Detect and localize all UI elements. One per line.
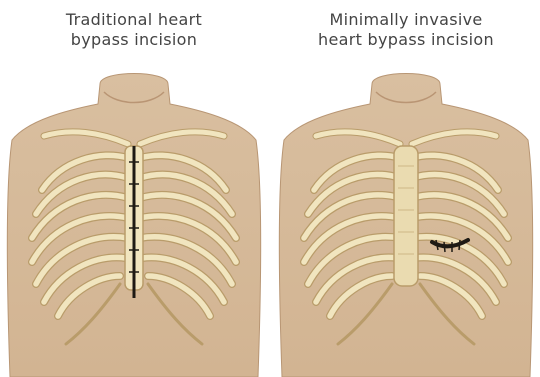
- sternum: [394, 146, 418, 286]
- traditional-caption-line1: Traditional heart: [0, 10, 268, 30]
- minimally-invasive-caption-line2: heart bypass incision: [272, 30, 540, 50]
- minimally-invasive-panel: Minimally invasive heart bypass incision: [272, 0, 540, 377]
- traditional-caption-line2: bypass incision: [0, 30, 268, 50]
- minimally-invasive-chest-svg: [272, 62, 540, 377]
- minimally-invasive-chest-illustration: [272, 62, 540, 377]
- traditional-chest-svg: [0, 62, 268, 377]
- minimally-invasive-caption-line1: Minimally invasive: [272, 10, 540, 30]
- minimally-invasive-caption: Minimally invasive heart bypass incision: [272, 10, 540, 50]
- traditional-chest-illustration: [0, 62, 268, 377]
- traditional-caption: Traditional heart bypass incision: [0, 10, 268, 50]
- traditional-panel: Traditional heart bypass incision: [0, 0, 268, 377]
